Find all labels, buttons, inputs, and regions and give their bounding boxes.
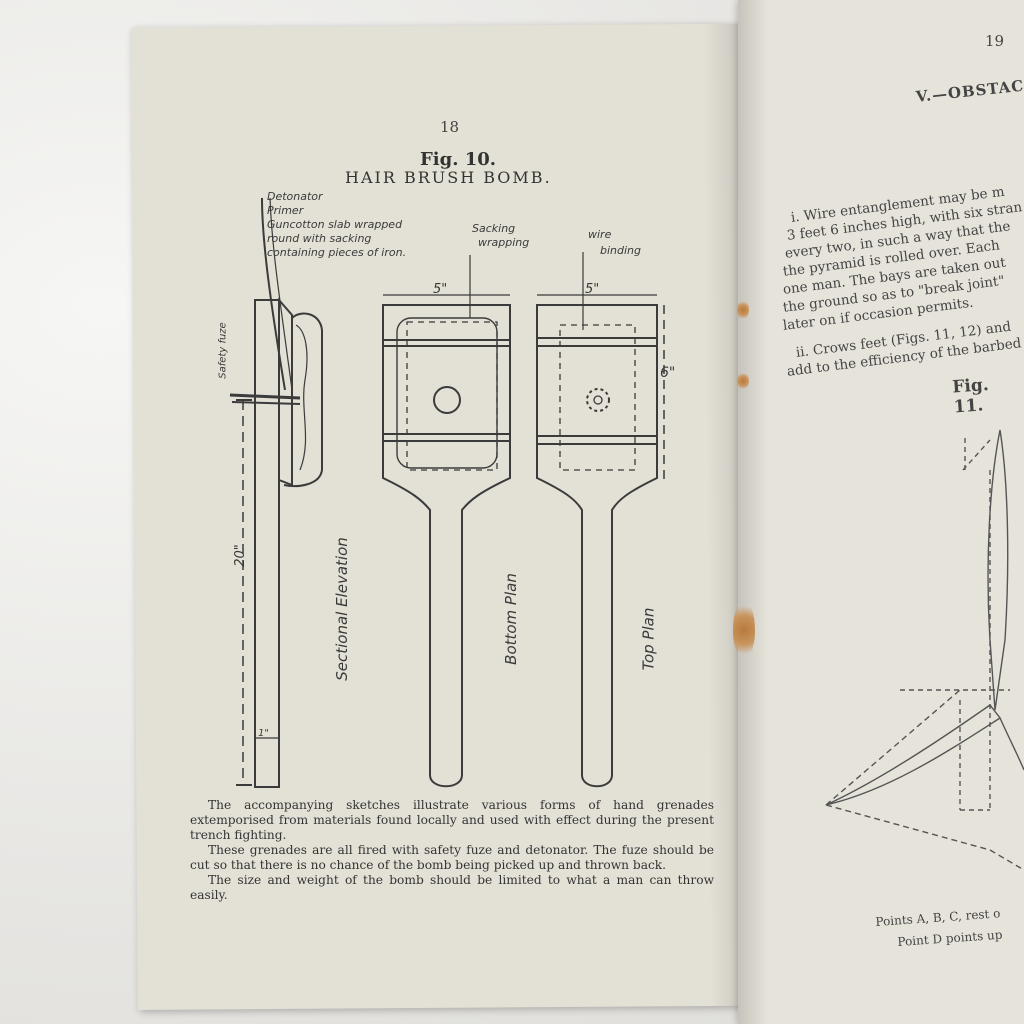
foxing-stain	[737, 300, 749, 320]
paragraph-3: The size and weight of the bomb should b…	[190, 873, 714, 902]
label-dim-1: 1"	[258, 728, 269, 739]
label-dim-6: 6"	[660, 365, 676, 381]
top-plan-outline	[536, 304, 658, 788]
label-sacking-2: wrapping	[478, 236, 530, 249]
label-primer: Primer	[267, 204, 304, 217]
label-wire-1: wire	[588, 228, 612, 241]
page-number-left: 18	[440, 118, 460, 136]
bottom-plan-outline	[382, 304, 511, 788]
elevation-handle	[254, 299, 280, 788]
foxing-stain	[733, 600, 755, 660]
elevation-fuze	[261, 197, 286, 391]
label-dim-5-top: 5"	[585, 282, 600, 297]
elevation-head	[278, 297, 293, 487]
paragraph-2: These grenades are all fired with safety…	[190, 843, 714, 872]
label-wire-2: binding	[600, 244, 642, 257]
label-guncotton-1: Guncotton slab wrapped	[267, 218, 403, 231]
figure-number: Fig. 10.	[420, 149, 497, 170]
label-sacking-1: Sacking	[472, 222, 516, 235]
right-page	[738, 0, 1024, 1024]
label-guncotton-2: round with sacking	[267, 232, 372, 245]
page-number-right: 19	[985, 32, 1005, 50]
label-guncotton-3: containing pieces of iron.	[267, 246, 407, 259]
body-text: The accompanying sketches illustrate var…	[190, 798, 714, 903]
label-detonator: Detonator	[267, 190, 323, 203]
elevation-guncotton	[283, 312, 323, 488]
label-dim-5-bottom: 5"	[433, 282, 448, 297]
figure-title: HAIR BRUSH BOMB.	[345, 168, 552, 187]
foxing-stain	[737, 372, 749, 390]
paragraph-1: The accompanying sketches illustrate var…	[190, 798, 714, 842]
